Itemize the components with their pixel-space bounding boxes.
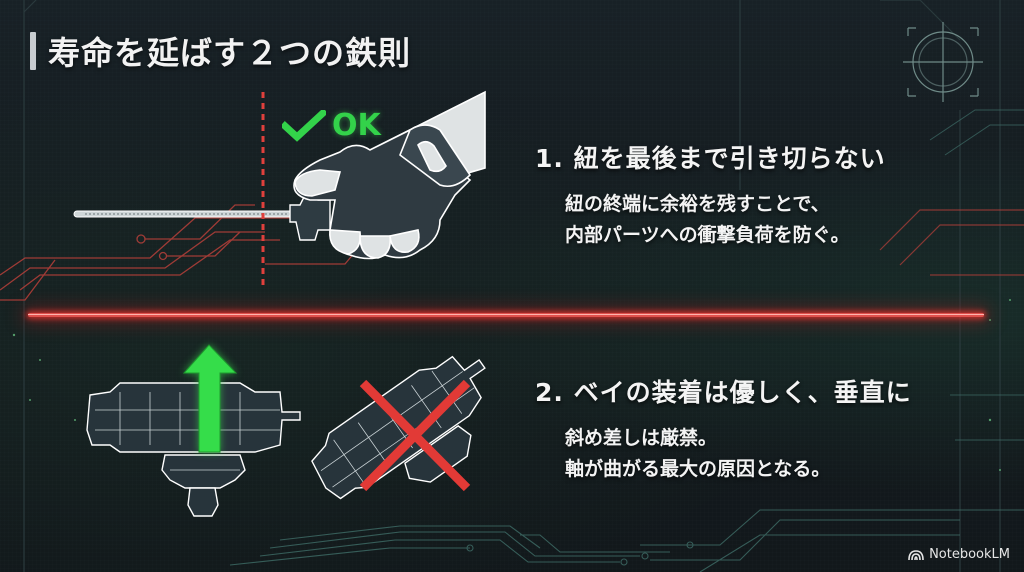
ok-label: OK xyxy=(332,108,381,143)
crosshair-icon xyxy=(903,22,983,102)
rule-1-heading: 1. 紐を最後まで引き切らない xyxy=(535,144,886,173)
rule-2-heading: 2. ベイの装着は優しく、垂直に xyxy=(535,378,912,407)
rule-2: 2. ベイの装着は優しく、垂直に 斜め差しは厳禁。 軸が曲がる最大の原因となる。 xyxy=(535,373,912,485)
rule-1: 1. 紐を最後まで引き切らない 紐の終端に余裕を残すことで、 内部パーツへの衝撃… xyxy=(535,139,886,251)
bey-upright-illustration xyxy=(86,382,301,517)
title-block: 寿命を延ばす２つの鉄則 xyxy=(30,28,411,74)
rule-2-line-2: 軸が曲がる最大の原因となる。 xyxy=(565,458,831,480)
rule-1-line-2: 内部パーツへの衝撃負荷を防ぐ。 xyxy=(565,224,850,246)
gloved-hand-illustration xyxy=(293,90,486,260)
check-icon xyxy=(282,109,326,142)
rule-2-line-1: 斜め差しは厳禁。 xyxy=(565,427,718,449)
notebooklm-logo-icon xyxy=(908,549,924,560)
ripcord-illustration xyxy=(73,194,331,241)
cross-icon xyxy=(359,379,471,492)
watermark-label: NotebookLM xyxy=(929,547,1010,562)
ok-badge: OK xyxy=(282,108,381,143)
up-arrow-icon xyxy=(182,344,238,453)
rule-1-line-1: 紐の終端に余裕を残すことで、 xyxy=(565,193,830,215)
page-title: 寿命を延ばす２つの鉄則 xyxy=(48,34,412,72)
title-accent-bar xyxy=(30,32,36,70)
notebooklm-watermark: NotebookLM xyxy=(908,547,1010,562)
section-divider xyxy=(28,313,984,317)
